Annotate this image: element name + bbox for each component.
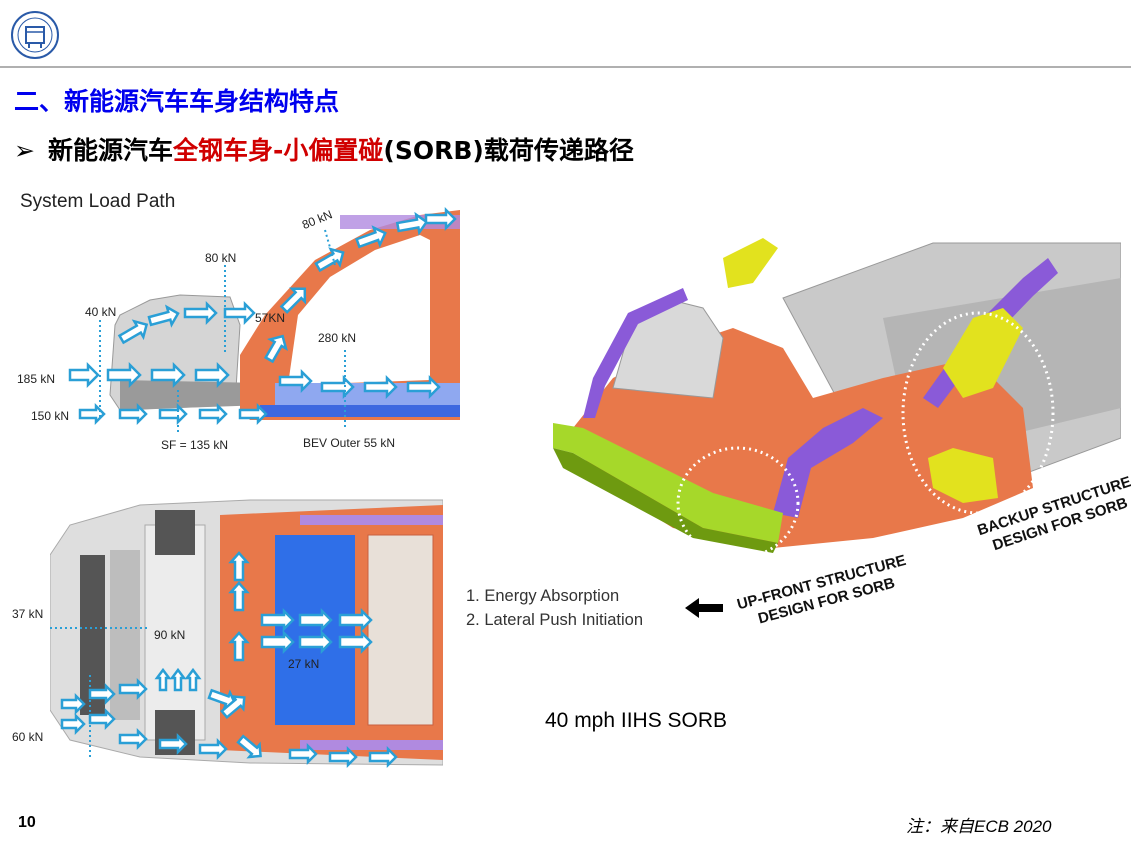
label-280kn: 280 kN [318,331,357,345]
label-sf-135kn: SF = 135 kN [161,438,229,452]
arrow-bullet-icon: ➢ [14,136,35,165]
label-bev-outer: BEV Outer 55 kN [303,436,396,450]
header-divider [0,66,1131,68]
plan-view-load-path-diagram [50,499,443,769]
university-seal-logo [11,11,59,59]
label-150kn: 150 kN [31,409,70,423]
source-note: 注：来自ECB 2020 [906,817,1052,836]
section-title: 二、新能源汽车车身结构特点 [14,87,340,116]
side-view-load-path-diagram [68,206,460,435]
subtitle-highlight: 全钢车身-小偏置碰 [173,136,384,165]
left-arrow-icon [685,598,723,618]
label-185kn: 185 kN [17,372,56,386]
sorb-test-caption: 40 mph IIHS SORB [545,709,728,732]
subtitle-part1: 新能源汽车 [48,136,174,165]
load-path-title: System Load Path [20,191,176,212]
slide-subtitle: ➢ 新能源汽车全钢车身-小偏置碰(SORB)载荷传递路径 [14,131,634,167]
page-number: 10 [18,814,36,831]
label-57kn: 57KN [255,311,286,325]
label-27kn: 27 kN [288,657,320,671]
label-37kn: 37 kN [12,607,44,621]
label-90kn: 90 kN [154,628,186,642]
subtitle-part2: (SORB)载荷传递路径 [383,136,634,165]
note-energy-absorption: 1. Energy Absorption [466,587,620,605]
label-40kn: 40 kN [85,305,117,319]
sorb-structure-3d-diagram [553,238,1121,560]
note-lateral-push: 2. Lateral Push Initiation [466,611,644,629]
label-80kn-pillar: 80 kN [205,251,237,265]
label-60kn: 60 kN [12,730,44,744]
sorb-notes-list: 1. Energy Absorption 2. Lateral Push Ini… [466,584,643,632]
